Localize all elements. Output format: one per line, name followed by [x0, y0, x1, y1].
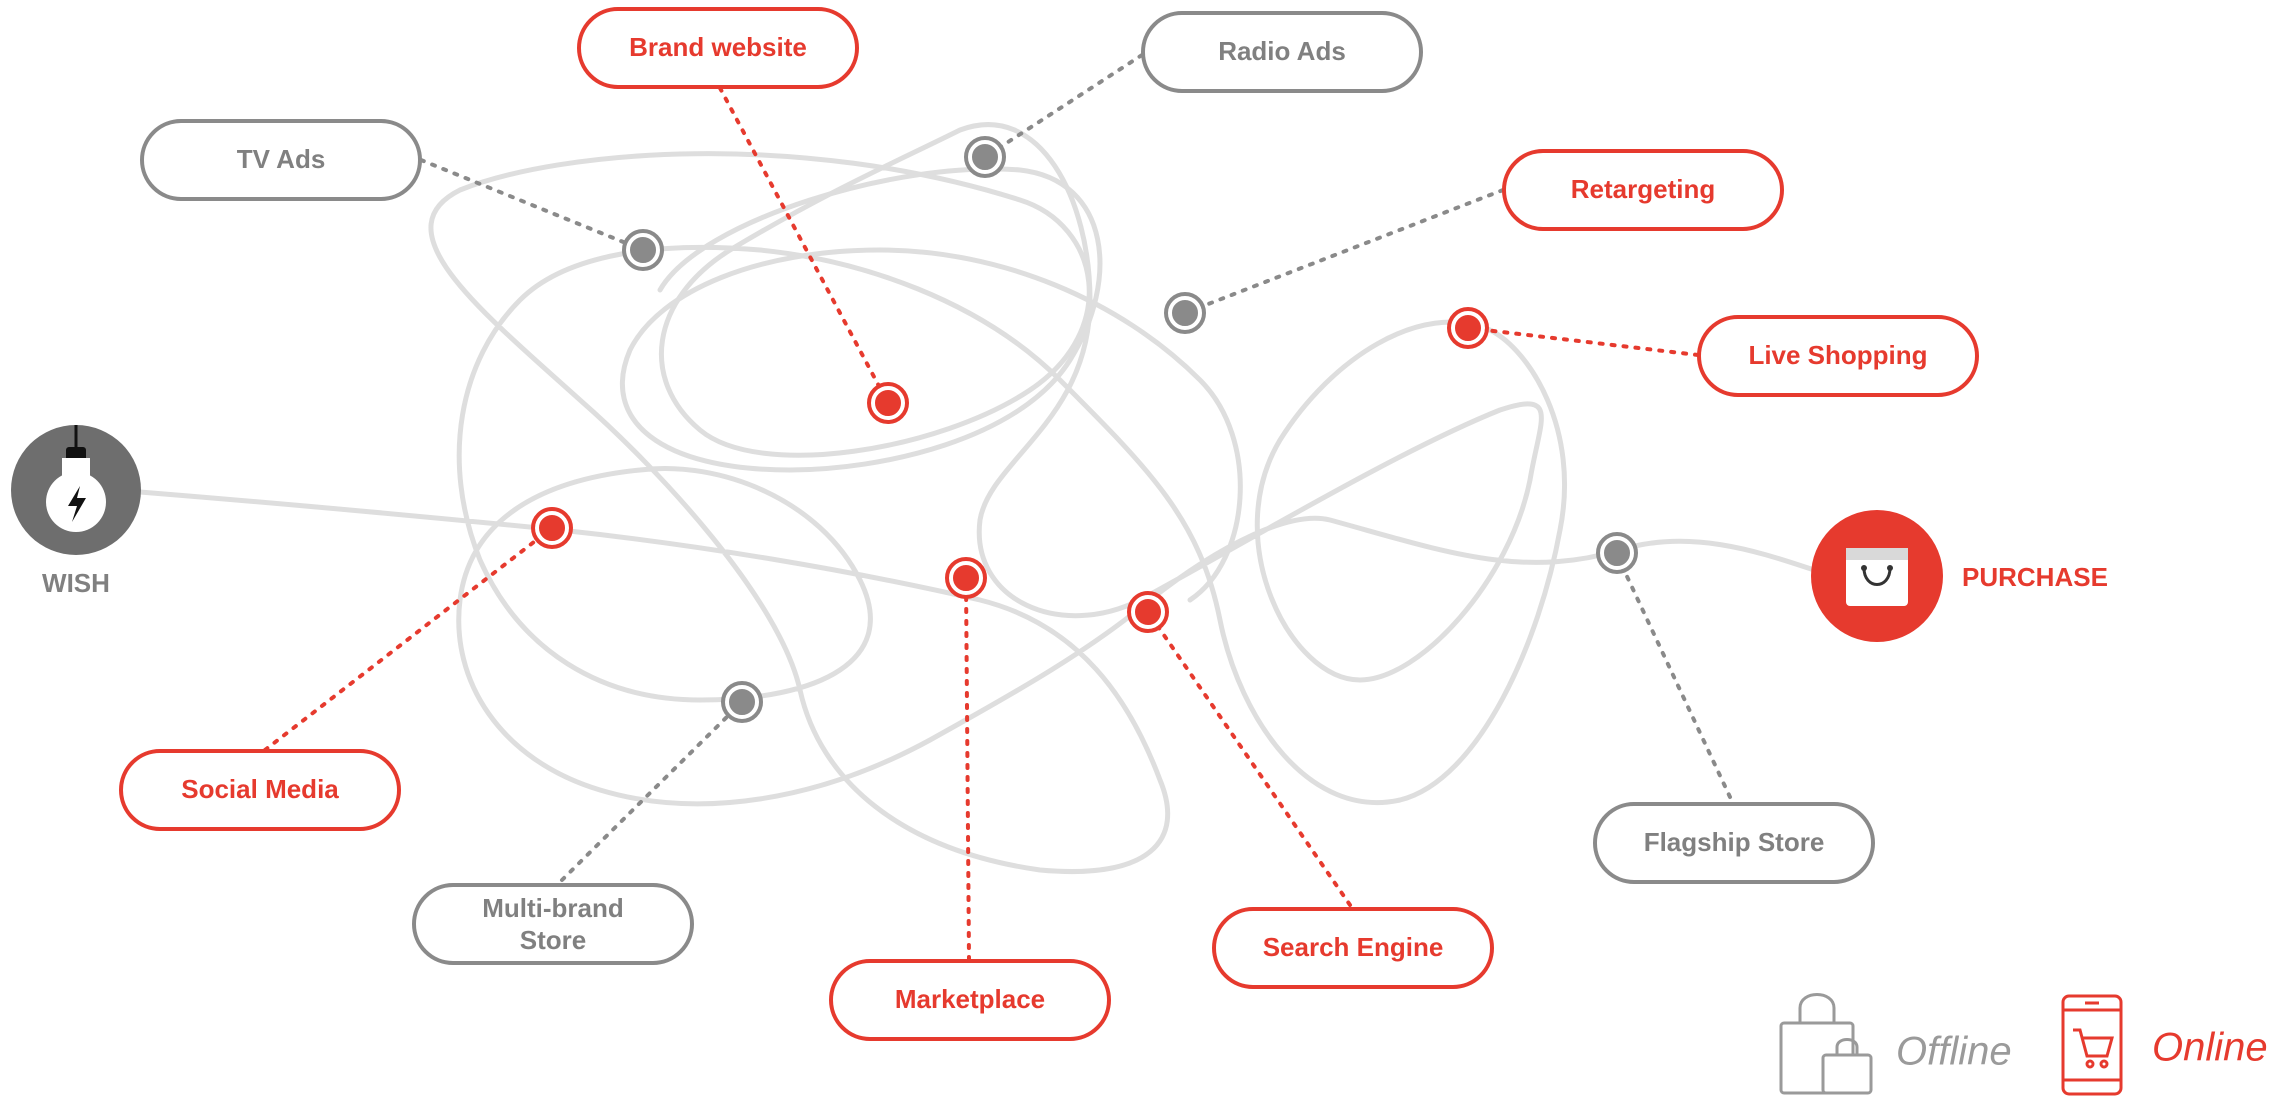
- shopping-bag-icon: [1846, 548, 1908, 606]
- wish-node[interactable]: WISH: [11, 425, 141, 598]
- dot-live-shopping[interactable]: [1451, 311, 1485, 345]
- dot-marketplace[interactable]: [949, 561, 983, 595]
- lightbulb-icon: [46, 425, 106, 532]
- dot-tv-ads[interactable]: [626, 233, 660, 267]
- dot-search-engine[interactable]: [1131, 595, 1165, 629]
- journey-path: [137, 122, 1833, 874]
- brand-website-label: Brand website: [629, 32, 807, 62]
- connector-live-shopping: [1466, 326, 1700, 357]
- purchase-node[interactable]: PURCHASE: [1811, 510, 2108, 642]
- touchpoint-dots: [531, 136, 1638, 723]
- pill-search-engine[interactable]: Search Engine: [1212, 907, 1494, 989]
- dot-multi-brand-store[interactable]: [725, 685, 759, 719]
- connector-multi-brand-store: [560, 700, 744, 882]
- tv-ads-label: TV Ads: [237, 144, 326, 174]
- dot-brand-website[interactable]: [871, 386, 905, 420]
- smartphone-cart-icon: [2061, 994, 2123, 1096]
- legend-offline: Offline: [1779, 993, 2012, 1095]
- multi-brand-store-label-line1: Multi-brand: [482, 893, 624, 923]
- flagship-store-label: Flagship Store: [1644, 827, 1825, 857]
- purchase-label: PURCHASE: [1962, 562, 2108, 592]
- pill-brand-website[interactable]: Brand website: [577, 7, 859, 89]
- legend-offline-label: Offline: [1896, 1030, 2012, 1074]
- dot-retargeting[interactable]: [1168, 296, 1202, 330]
- connector-search-engine: [1146, 610, 1352, 907]
- legend-online: Online: [2061, 994, 2268, 1096]
- pill-retargeting[interactable]: Retargeting: [1502, 149, 1784, 231]
- pill-radio-ads[interactable]: Radio Ads: [1141, 11, 1423, 93]
- shopping-bags-icon: [1779, 993, 1873, 1095]
- dot-radio-ads[interactable]: [968, 140, 1002, 174]
- connector-marketplace: [964, 578, 971, 962]
- connector-brand-website: [718, 86, 890, 405]
- legend-online-label: Online: [2152, 1026, 2268, 1070]
- search-engine-label: Search Engine: [1263, 932, 1444, 962]
- connector-radio-ads: [983, 53, 1144, 159]
- dot-flagship-store[interactable]: [1600, 536, 1634, 570]
- pill-live-shopping[interactable]: Live Shopping: [1697, 315, 1979, 397]
- dot-social-media[interactable]: [535, 511, 569, 545]
- pill-multi-brand-store[interactable]: Multi-brand Store: [412, 883, 694, 965]
- wish-label: WISH: [42, 568, 110, 598]
- journey-path-loop: [619, 166, 1243, 603]
- social-media-label: Social Media: [181, 774, 339, 804]
- pill-social-media[interactable]: Social Media: [119, 749, 401, 831]
- connector-retargeting: [1183, 188, 1505, 315]
- radio-ads-label: Radio Ads: [1218, 36, 1346, 66]
- connector-social-media: [263, 526, 554, 752]
- legend: Offline Online: [1779, 993, 2268, 1096]
- marketplace-label: Marketplace: [895, 984, 1045, 1014]
- pill-tv-ads[interactable]: TV Ads: [140, 119, 422, 201]
- pill-marketplace[interactable]: Marketplace: [829, 959, 1111, 1041]
- retargeting-label: Retargeting: [1571, 174, 1715, 204]
- pill-flagship-store[interactable]: Flagship Store: [1593, 802, 1875, 884]
- connectors: [263, 53, 1732, 962]
- live-shopping-label: Live Shopping: [1748, 340, 1927, 370]
- connector-flagship-store: [1615, 553, 1732, 799]
- multi-brand-store-label-line2: Store: [520, 925, 586, 955]
- connector-tv-ads: [419, 158, 645, 252]
